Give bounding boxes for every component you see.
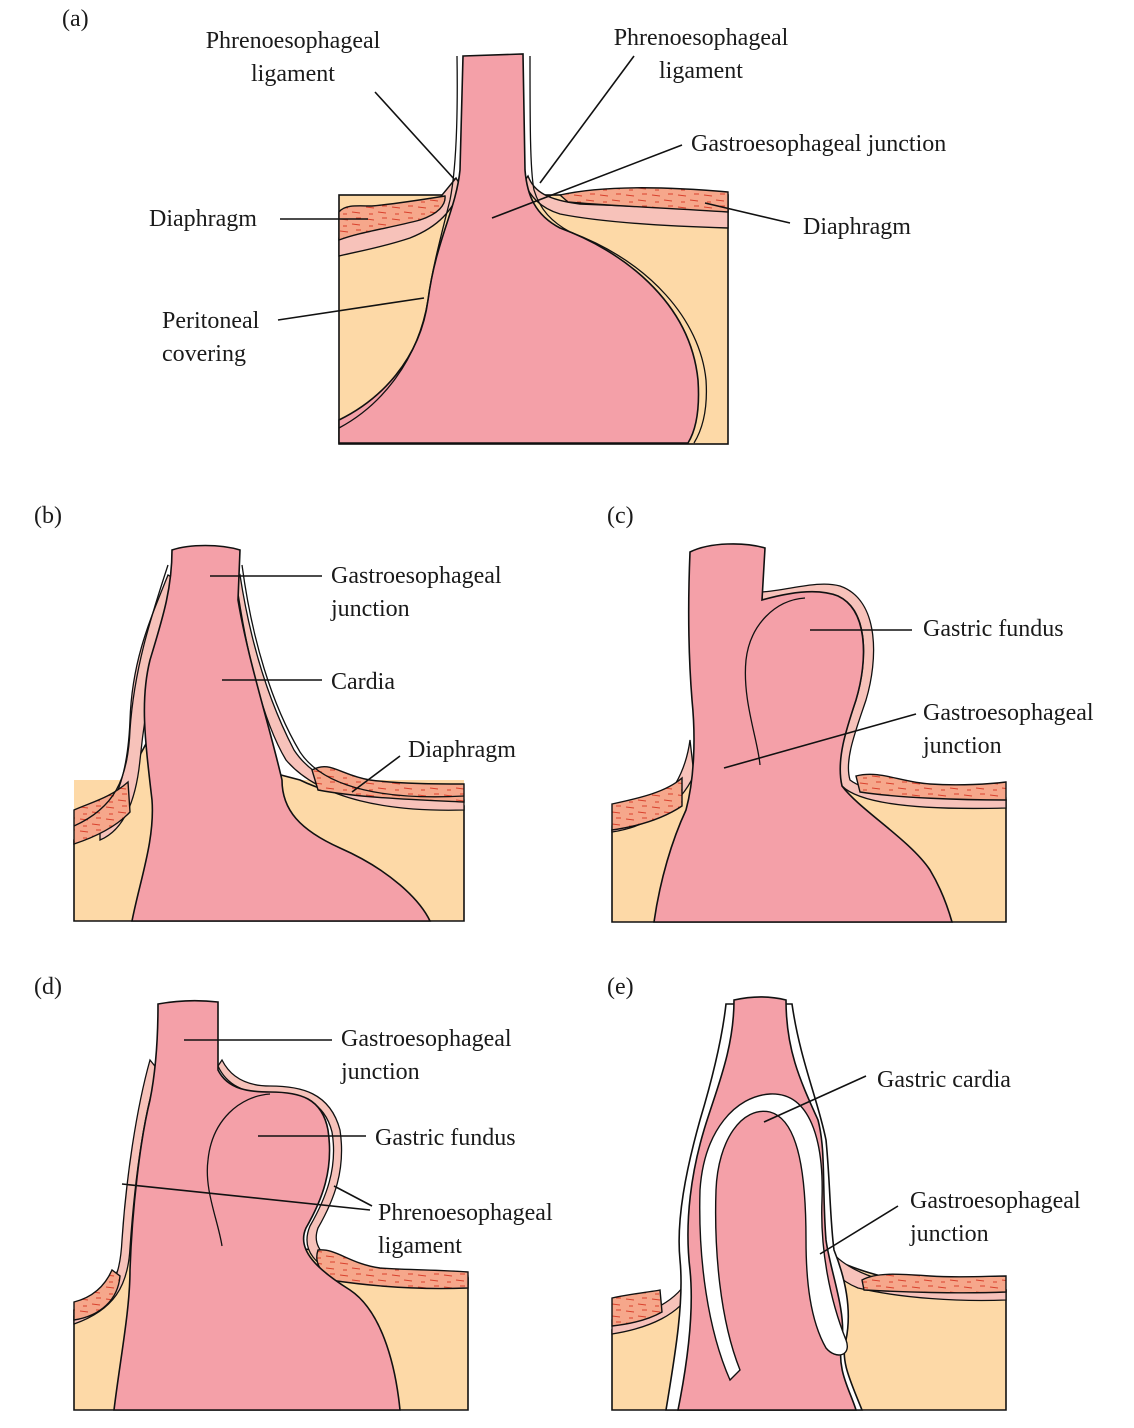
- panel-a-label-diaphragm-right: Diaphragm: [803, 214, 911, 240]
- panel-a-leader-phreno-right: [539, 55, 635, 184]
- panel-b-label-gej-2: junction: [330, 596, 410, 622]
- panel-b-label-diaphragm: Diaphragm: [408, 737, 516, 763]
- panel-b-leader-diaphragm: [351, 755, 401, 793]
- panel-d-label-fundus: Gastric fundus: [375, 1125, 516, 1151]
- panel-b-stomach: [131, 544, 432, 922]
- panel-d-fundus-contour: [206, 1093, 271, 1247]
- panel-e-diaphragm-right: [861, 1273, 1007, 1294]
- panel-a-label-peritoneal-1: Peritoneal: [162, 308, 260, 334]
- panel-a-label-peritoneal-2: covering: [162, 341, 246, 367]
- panel-e-diaphragm-left: [611, 1289, 663, 1327]
- panel-d-label-phreno-1: Phrenoesophageal: [378, 1200, 553, 1226]
- panel-a-label-phreno-left-1: Phrenoesophageal: [206, 28, 381, 54]
- panel-a-leader-phreno-left: [374, 91, 456, 181]
- panel-e-tag: (e): [607, 974, 634, 1000]
- panel-b-diaphragm-left: [73, 780, 131, 845]
- panel-b-label-gej-1: Gastroesophageal: [331, 563, 502, 589]
- panel-a-label-phreno-left-2: ligament: [251, 61, 335, 87]
- panel-a-leader-peritoneal: [277, 297, 425, 321]
- panel-d-tag: (d): [34, 974, 62, 1000]
- panel-a-leader-diaphragm-right: [704, 202, 791, 224]
- panel-b-label-cardia: Cardia: [331, 669, 395, 695]
- panel-a-label-diaphragm-left: Diaphragm: [149, 206, 257, 232]
- panel-c: (c) Gastric fundus Gastroesophageal junc…: [607, 503, 1094, 923]
- panel-a-label-phreno-right-1: Phrenoesophageal: [614, 25, 789, 51]
- panel-b: (b) Gastroesophageal junction Cardia Dia…: [34, 503, 516, 922]
- panel-b-sheath-outline-right: [241, 564, 465, 798]
- panel-a-diaphragm-right: [558, 187, 729, 213]
- panel-e-label-gej-2: junction: [909, 1221, 989, 1247]
- panel-e-label-cardia: Gastric cardia: [877, 1067, 1011, 1093]
- panel-a-leader-gej: [491, 144, 683, 219]
- panel-c-leader-gej: [723, 713, 917, 769]
- panel-d: (d) Gastroesophageal junction Gastric fu…: [34, 974, 553, 1411]
- panel-a-label-gej: Gastroesophageal junction: [691, 131, 946, 157]
- panel-a-tag: (a): [62, 6, 89, 32]
- panel-c-fundus-contour: [744, 597, 806, 766]
- panel-d-leader-phreno-left: [121, 1183, 371, 1211]
- panel-e-label-gej-1: Gastroesophageal: [910, 1188, 1081, 1214]
- panel-c-label-fundus: Gastric fundus: [923, 616, 1064, 642]
- panel-a: (a) Phrenoesophageal ligament Phrenoesop…: [62, 6, 946, 445]
- panel-c-tag: (c): [607, 503, 634, 529]
- panel-b-diaphragm-right: [311, 765, 465, 803]
- panel-d-diaphragm-left: [73, 1268, 121, 1321]
- panel-d-label-phreno-2: ligament: [378, 1233, 462, 1259]
- panel-d-stomach: [113, 999, 401, 1411]
- panel-d-leader-phreno-right: [333, 1185, 373, 1207]
- panel-c-stomach: [653, 543, 954, 923]
- panel-b-tag: (b): [34, 503, 62, 529]
- panel-a-label-phreno-right-2: ligament: [659, 58, 743, 84]
- panel-c-diaphragm-right: [855, 773, 1007, 801]
- panel-a-serosa-right: [529, 55, 708, 444]
- panel-e-leader-cardia: [763, 1075, 867, 1123]
- panel-a-serosa-left: [338, 55, 458, 429]
- panel-c-label-gej-2: junction: [922, 733, 1002, 759]
- panel-c-diaphragm-left: [611, 776, 683, 831]
- panel-b-sheath-outline: [73, 564, 169, 827]
- panel-e: (e) Gastric cardia Gastroesophageal junc…: [607, 974, 1081, 1411]
- panel-c-label-gej-1: Gastroesophageal: [923, 700, 1094, 726]
- panel-e-leader-gej: [819, 1205, 899, 1255]
- panel-e-inner-loop: [699, 1093, 848, 1382]
- panel-d-label-gej-1: Gastroesophageal: [341, 1026, 512, 1052]
- panel-a-diaphragm-left: [338, 195, 446, 242]
- panel-d-label-gej-2: junction: [340, 1059, 420, 1085]
